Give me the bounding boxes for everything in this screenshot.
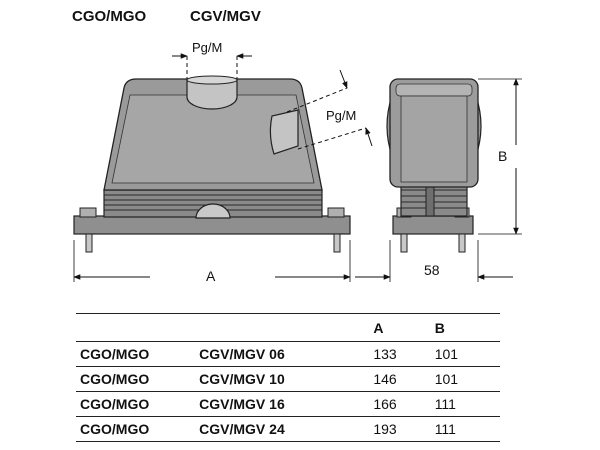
pg-side-label: Pg/M xyxy=(326,108,356,123)
pg-side-dimension: Pg/M xyxy=(286,69,373,150)
dim-a-cell: 193 xyxy=(373,416,435,442)
model-cell: CGV/MGV 24 xyxy=(199,416,374,442)
front-view xyxy=(73,75,351,253)
dim-b: B xyxy=(478,78,522,235)
dim-a-cell: 146 xyxy=(373,366,435,392)
dim-depth-label: 58 xyxy=(424,262,440,278)
hood-panel xyxy=(111,94,315,184)
dimension-table: A B CGO/MGO CGV/MGV 06 133 101 CGO/MGO C… xyxy=(76,313,500,442)
dim-depth: 58 xyxy=(355,240,513,282)
mounting-screw-right xyxy=(327,207,345,253)
table-header-cell xyxy=(76,313,200,342)
dim-a-cell: 133 xyxy=(373,341,435,367)
dim-b-cell: 111 xyxy=(434,416,500,442)
series-cell: CGO/MGO xyxy=(76,366,200,392)
model-cell: CGV/MGV 16 xyxy=(199,391,374,417)
table-header-cell xyxy=(199,313,374,342)
technical-drawing: Pg/M Pg/M A xyxy=(73,40,522,284)
dim-a: A xyxy=(73,240,351,284)
table-row: CGO/MGO CGV/MGV 24 193 111 xyxy=(76,416,500,442)
pg-top-label: Pg/M xyxy=(192,40,222,55)
table-row: CGO/MGO CGV/MGV 16 166 111 xyxy=(76,391,500,417)
series-cell: CGO/MGO xyxy=(76,341,200,367)
header-left-title: CGO/MGO xyxy=(72,8,147,25)
locking-lever xyxy=(195,203,231,219)
table-header-b: B xyxy=(434,313,500,342)
dim-b-cell: 101 xyxy=(434,366,500,392)
pg-top-dimension: Pg/M xyxy=(172,40,252,79)
dim-b-cell: 111 xyxy=(434,391,500,417)
dim-b-label: B xyxy=(498,148,507,164)
table-header-a: A xyxy=(373,313,435,342)
side-view xyxy=(386,78,482,253)
table-header-row: A B xyxy=(76,313,500,342)
series-cell: CGO/MGO xyxy=(76,416,200,442)
mounting-screw-left xyxy=(79,207,97,253)
base-flange xyxy=(73,215,351,235)
dim-a-label: A xyxy=(206,268,216,284)
model-cell: CGV/MGV 06 xyxy=(199,341,374,367)
header-right-title: CGV/MGV xyxy=(190,8,261,25)
top-entry-rim xyxy=(186,75,238,85)
model-cell: CGV/MGV 10 xyxy=(199,366,374,392)
series-cell: CGO/MGO xyxy=(76,391,200,417)
dim-a-cell: 166 xyxy=(373,391,435,417)
dim-b-cell: 101 xyxy=(434,341,500,367)
side-cable-entry xyxy=(269,109,299,155)
table-row: CGO/MGO CGV/MGV 06 133 101 xyxy=(76,341,500,367)
table-row: CGO/MGO CGV/MGV 10 146 101 xyxy=(76,366,500,392)
top-cable-entry xyxy=(186,78,238,110)
